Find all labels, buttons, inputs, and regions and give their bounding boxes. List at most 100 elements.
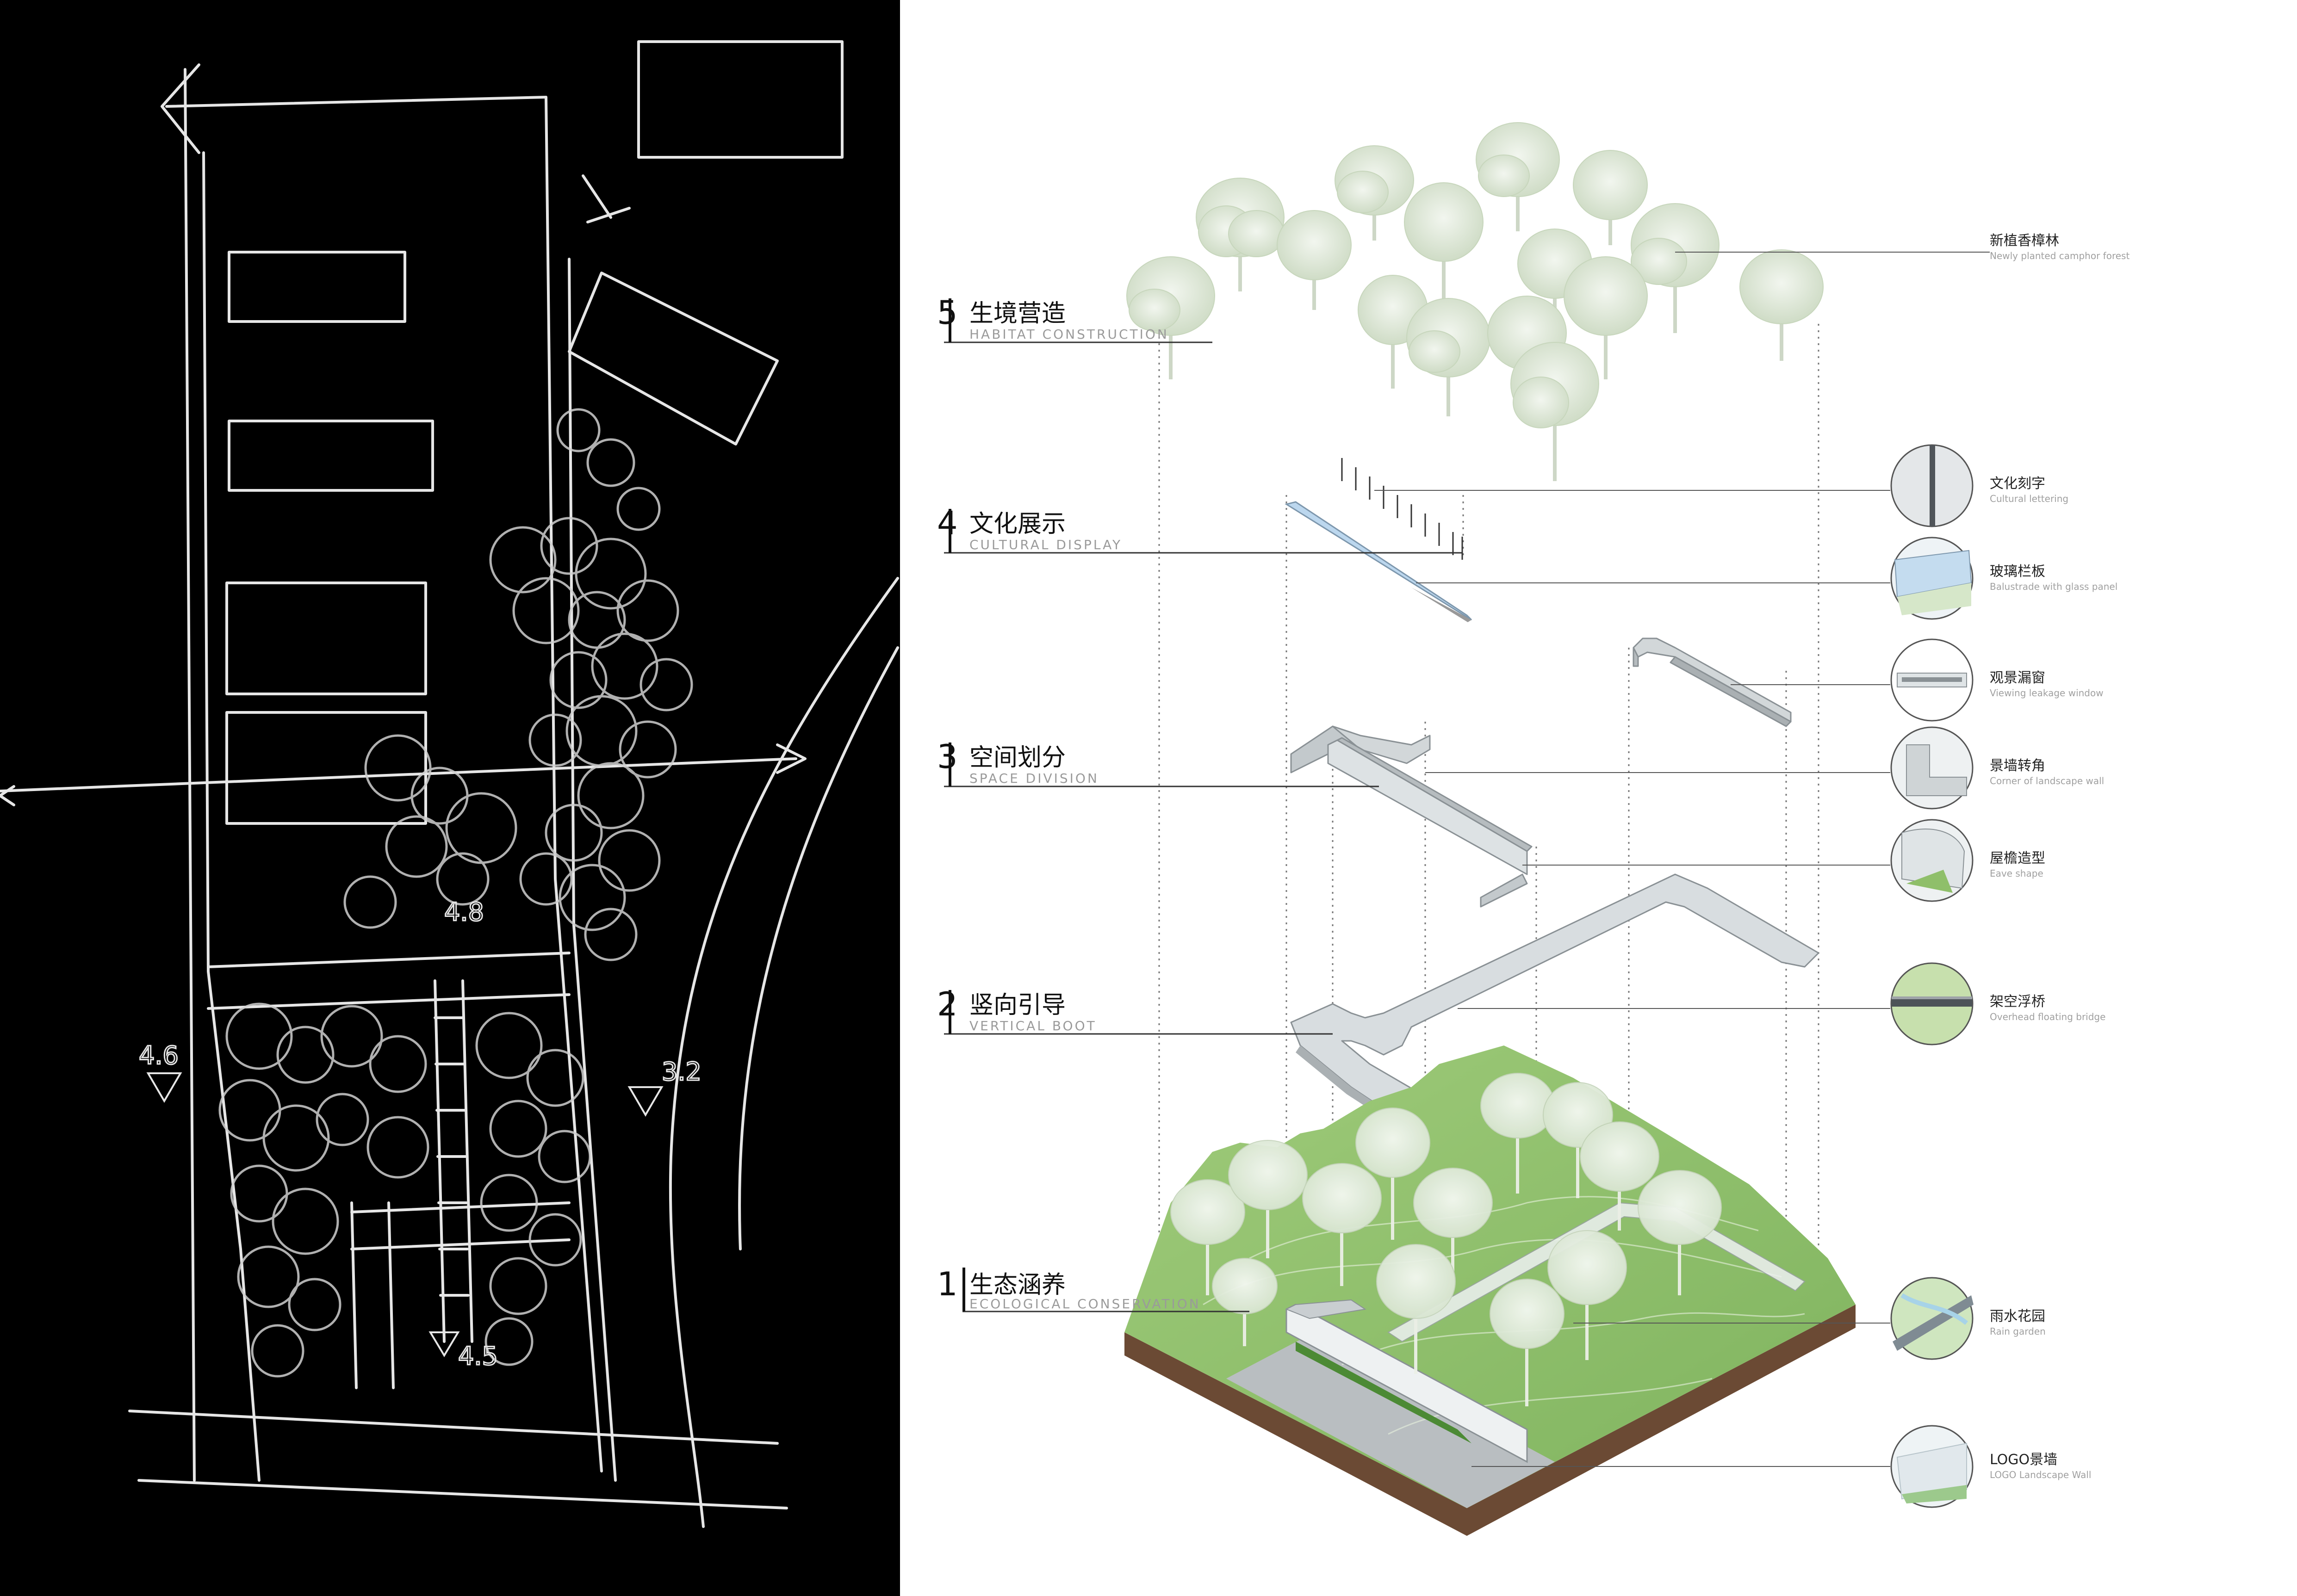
wall-long-top xyxy=(1336,737,1533,852)
elevation-label-4: 3.2 xyxy=(662,1057,702,1086)
layer-title-en: HABITAT CONSTRUCTION xyxy=(969,327,1169,342)
wall-window-slot xyxy=(1670,656,1792,727)
callout-cn: 景墙转角 xyxy=(1990,758,2045,774)
detail-circle-cultural-lettering xyxy=(1890,444,1974,527)
projection-lines xyxy=(1158,324,1819,1355)
callout-en: Corner of landscape wall xyxy=(1990,775,2104,786)
tree xyxy=(1631,203,1720,333)
layer-4-cultural-display xyxy=(1285,458,1472,622)
layer-title-en: VERTICAL BOOT xyxy=(969,1018,1097,1033)
logo-wall-top xyxy=(1285,1299,1366,1319)
callout-labels: 新植香樟林 Newly planted camphor forest 文化刻字 … xyxy=(1990,233,2129,1480)
sketch-arrow-left xyxy=(0,785,15,806)
layer-3-walls xyxy=(1290,637,1792,908)
tree xyxy=(1126,256,1215,379)
tree xyxy=(1573,150,1648,245)
callout-cn: 屋檐造型 xyxy=(1990,850,2045,866)
sketch-panel: 4.6 4.8 4.5 3.2 xyxy=(0,0,900,1596)
callout-cn: 架空浮桥 xyxy=(1990,994,2045,1010)
callout-cn: 观景漏窗 xyxy=(1990,670,2045,686)
sketch-cross-road xyxy=(0,757,797,792)
logo-wall-planting xyxy=(1296,1342,1471,1443)
sketch-bottom-road xyxy=(128,1410,779,1445)
detail-circle-floating-bridge xyxy=(1890,962,1974,1045)
callout-cn: 雨水花园 xyxy=(1990,1308,2045,1324)
detail-circle-wall-corner xyxy=(1890,726,1974,810)
tree xyxy=(1406,298,1490,416)
sketch-road-top xyxy=(165,96,547,108)
ground-trees xyxy=(1170,1073,1722,1406)
callout-eave-shape: 屋檐造型 Eave shape xyxy=(1990,850,2045,879)
detail-circle-rain-garden xyxy=(1890,1277,1974,1360)
layer-number: 2 xyxy=(937,985,958,1023)
sketch-left-edge-2 xyxy=(202,151,261,1482)
layer-number: 4 xyxy=(937,504,958,542)
sketch-stair-treads xyxy=(434,1016,470,1297)
callout-cn: 文化刻字 xyxy=(1990,476,2045,492)
callout-wall-corner: 景墙转角 Corner of landscape wall xyxy=(1990,758,2104,786)
callout-en: Overhead floating bridge xyxy=(1990,1011,2105,1022)
sketch-block-6 xyxy=(225,711,427,825)
callout-en: Eave shape xyxy=(1990,868,2043,879)
sketch-vegetation xyxy=(218,408,693,1378)
tree xyxy=(1476,122,1560,231)
elevation-label-3: 4.5 xyxy=(458,1342,498,1371)
tree xyxy=(1277,210,1352,310)
sketch-lower-verticals xyxy=(350,1201,395,1389)
sketch-block-5 xyxy=(225,581,427,695)
callout-camphor-forest: 新植香樟林 Newly planted camphor forest xyxy=(1990,233,2129,261)
terrain-plaza xyxy=(1226,1332,1555,1508)
layer-title-en: CULTURAL DISPLAY xyxy=(969,537,1122,552)
sketch-curved-road-2 xyxy=(738,646,899,1250)
tree xyxy=(1510,342,1599,481)
layer-title-en: ECOLOGICAL CONSERVATION xyxy=(969,1296,1201,1311)
callout-logo-wall: LOGO景墙 LOGO Landscape Wall xyxy=(1990,1452,2091,1480)
layer-label-1: 1 生态涵养 ECOLOGICAL CONSERVATION xyxy=(937,1265,1201,1311)
tree xyxy=(1404,182,1484,301)
tree xyxy=(1335,145,1414,241)
sketch-block-3 xyxy=(228,420,434,492)
cultural-lettering xyxy=(1341,458,1463,560)
glass-balustrade xyxy=(1285,501,1472,621)
layer-number: 3 xyxy=(937,738,958,776)
callout-rain-garden: 雨水花园 Rain garden xyxy=(1990,1308,2046,1337)
elevation-label-2: 4.8 xyxy=(444,897,484,927)
sketch-elevation-marks: 4.6 4.8 4.5 3.2 xyxy=(138,897,702,1372)
sketch-block-1 xyxy=(637,40,844,159)
sketch-block-2 xyxy=(228,251,406,323)
tree xyxy=(1564,256,1648,379)
detail-circle-eave-shape xyxy=(1890,819,1974,902)
sketch-arrow-right xyxy=(776,743,807,774)
sketch-left-edge xyxy=(184,68,196,1482)
callout-cn: LOGO景墙 xyxy=(1990,1452,2057,1468)
tree xyxy=(1196,178,1285,291)
layer-label-rules xyxy=(944,341,1462,1312)
callout-cn: 玻璃栏板 xyxy=(1990,563,2045,580)
callout-cn: 新植香樟林 xyxy=(1990,233,2059,249)
callout-glass-balustrade: 玻璃栏板 Balustrade with glass panel xyxy=(1990,563,2117,592)
callout-en: Viewing leakage window xyxy=(1990,687,2104,699)
sketch-bottom-road-2 xyxy=(137,1479,788,1509)
callout-en: Rain garden xyxy=(1990,1326,2046,1337)
layer-title-cn: 生态涵养 xyxy=(969,1271,1066,1299)
sketch-mid-edge xyxy=(545,96,603,1472)
sketch-mark-1 xyxy=(582,174,631,223)
layer-number: 1 xyxy=(937,1265,958,1303)
layer-labels: 5 生境营造 HABITAT CONSTRUCTION 4 文化展示 CULTU… xyxy=(937,294,1201,1311)
sketch-curved-road xyxy=(669,577,899,1528)
detail-circle-logo-wall xyxy=(1890,1425,1974,1508)
layer-title-cn: 竖向引导 xyxy=(969,991,1066,1019)
sketch-background xyxy=(0,0,900,1596)
callout-leaders xyxy=(1374,252,1990,1467)
sketch-block-4 xyxy=(568,272,779,445)
wall-window-return xyxy=(1633,647,1639,667)
elevation-label-1: 4.6 xyxy=(139,1041,179,1070)
glass-balustrade-end xyxy=(1411,588,1471,622)
detail-circle-glass-balustrade xyxy=(1890,537,1974,620)
wall-long xyxy=(1327,739,1528,875)
callout-en: Cultural lettering xyxy=(1990,493,2068,504)
callout-en: Balustrade with glass panel xyxy=(1990,581,2117,592)
layer-title-cn: 生境营造 xyxy=(969,300,1066,328)
